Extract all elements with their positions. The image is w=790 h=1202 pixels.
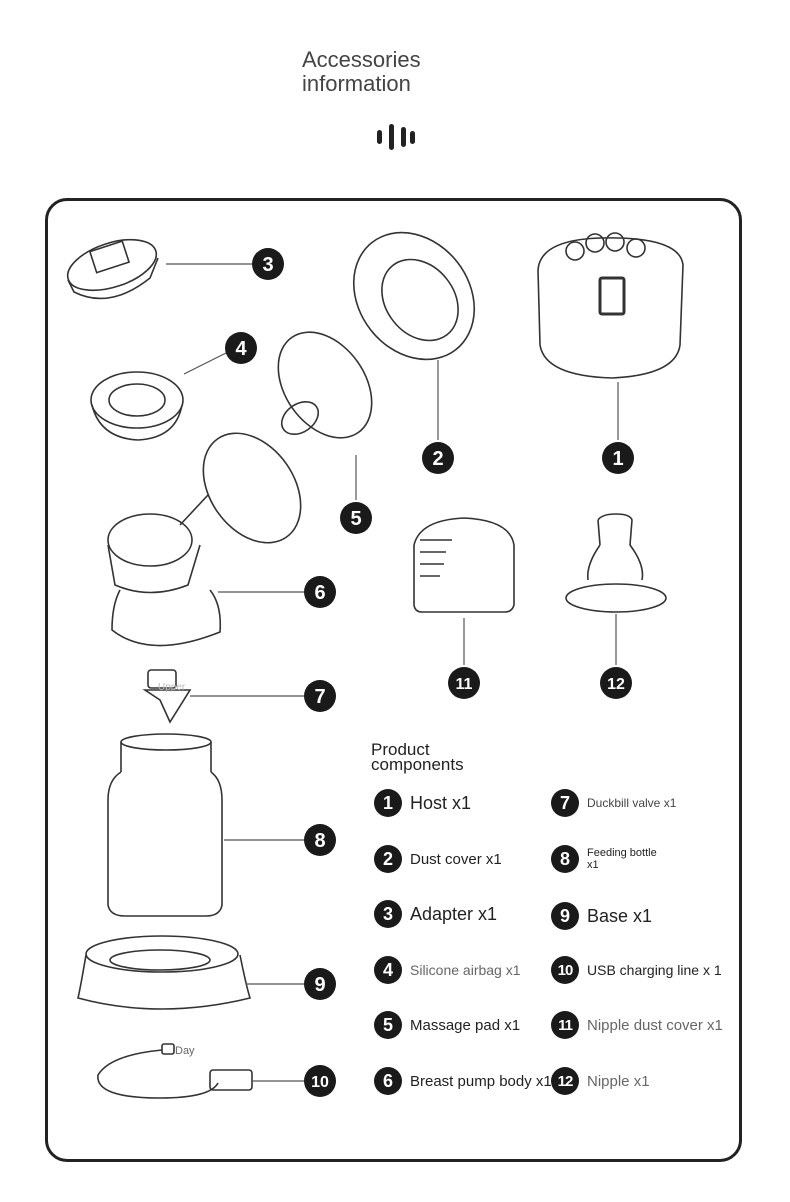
component-number: 7 bbox=[551, 789, 579, 817]
feeding-bottle-part bbox=[107, 733, 223, 917]
adapter-part bbox=[66, 238, 159, 300]
component-label: USB charging line x 1 bbox=[587, 962, 722, 978]
host-part bbox=[537, 232, 684, 379]
dust-cover-part bbox=[352, 231, 476, 361]
callout-2: 2 bbox=[422, 442, 454, 474]
component-number: 8 bbox=[551, 845, 579, 873]
component-label: Adapter x1 bbox=[410, 903, 498, 924]
component-label: Feeding bottle x1 bbox=[587, 847, 657, 871]
callout-12: 12 bbox=[600, 667, 632, 699]
callout-1: 1 bbox=[602, 442, 634, 474]
component-item-11: 11 Nipple dust cover x1 bbox=[551, 1011, 723, 1039]
component-label: Nipple x1 bbox=[587, 1072, 650, 1090]
svg-text:9: 9 bbox=[314, 974, 325, 996]
component-label: Dust cover x1 bbox=[410, 850, 502, 868]
callout-4: 4 bbox=[225, 332, 257, 364]
svg-text:3: 3 bbox=[262, 254, 273, 276]
svg-text:8: 8 bbox=[314, 830, 325, 852]
callout-10: 10 bbox=[304, 1065, 336, 1097]
component-item-4: 4 Silicone airbag x1 bbox=[374, 956, 521, 984]
component-number: 12 bbox=[551, 1067, 579, 1095]
component-number: 10 bbox=[551, 956, 579, 984]
svg-text:7: 7 bbox=[314, 686, 325, 708]
component-number: 5 bbox=[374, 1011, 402, 1039]
day-text: Day bbox=[175, 1045, 195, 1057]
svg-text:4: 4 bbox=[235, 338, 247, 360]
massage-pad-part bbox=[277, 331, 373, 439]
callout-8: 8 bbox=[304, 824, 336, 856]
breast-pump-body-part bbox=[107, 432, 302, 647]
nipple-dust-cover-part bbox=[413, 517, 515, 613]
component-label: Nipple dust cover x1 bbox=[587, 1016, 723, 1034]
accessories-frame bbox=[45, 198, 742, 1162]
component-item-5: 5 Massage pad x1 bbox=[374, 1011, 520, 1039]
component-number: 11 bbox=[551, 1011, 579, 1039]
component-label: Silicone airbag x1 bbox=[410, 962, 521, 978]
component-item-1: 1 Host x1 bbox=[374, 789, 471, 817]
callout-9: 9 bbox=[304, 968, 336, 1000]
component-label: Host x1 bbox=[410, 792, 472, 813]
component-number: 3 bbox=[374, 900, 402, 928]
upper-text: Upper bbox=[158, 682, 186, 693]
component-label: Base x1 bbox=[587, 905, 653, 926]
component-item-9: 9 Base x1 bbox=[551, 902, 652, 930]
nipple-part bbox=[565, 513, 667, 613]
usb-cable-part bbox=[97, 1043, 253, 1099]
component-number: 1 bbox=[374, 789, 402, 817]
callout-5: 5 bbox=[340, 502, 372, 534]
component-label: Breast pump body x1 bbox=[410, 1072, 552, 1090]
callout-6: 6 bbox=[304, 576, 336, 608]
silicone-airbag-part bbox=[90, 371, 184, 441]
divider-bars-icon bbox=[377, 124, 415, 150]
duckbill-valve-part bbox=[142, 669, 192, 724]
component-item-8: 8 Feeding bottle x1 bbox=[551, 845, 667, 873]
component-label: Duckbill valve x1 bbox=[587, 796, 677, 810]
svg-text:2: 2 bbox=[432, 448, 443, 470]
component-label: Massage pad x1 bbox=[410, 1016, 521, 1034]
callout-7: 7 bbox=[304, 680, 336, 712]
component-number: 2 bbox=[374, 845, 402, 873]
component-number: 4 bbox=[374, 956, 402, 984]
component-number: 9 bbox=[551, 902, 579, 930]
component-item-6: 6 Breast pump body x1 bbox=[374, 1067, 552, 1095]
component-item-12: 12 Nipple x1 bbox=[551, 1067, 650, 1095]
svg-text:6: 6 bbox=[314, 582, 325, 604]
component-number: 6 bbox=[374, 1067, 402, 1095]
svg-text:12: 12 bbox=[607, 676, 625, 693]
page-title: Accessories information bbox=[302, 47, 421, 96]
components-title: Product components bbox=[371, 740, 464, 774]
component-item-10: 10 USB charging line x 1 bbox=[551, 956, 722, 984]
component-item-3: 3 Adapter x1 bbox=[374, 900, 497, 928]
svg-text:1: 1 bbox=[612, 448, 623, 470]
component-item-7: 7 Duckbill valve x1 bbox=[551, 789, 676, 817]
svg-text:11: 11 bbox=[456, 676, 473, 693]
component-item-2: 2 Dust cover x1 bbox=[374, 845, 502, 873]
svg-text:10: 10 bbox=[311, 1074, 329, 1091]
callout-3: 3 bbox=[252, 248, 284, 280]
callout-11: 11 bbox=[448, 667, 480, 699]
svg-text:5: 5 bbox=[350, 508, 361, 530]
base-part bbox=[77, 935, 252, 1010]
